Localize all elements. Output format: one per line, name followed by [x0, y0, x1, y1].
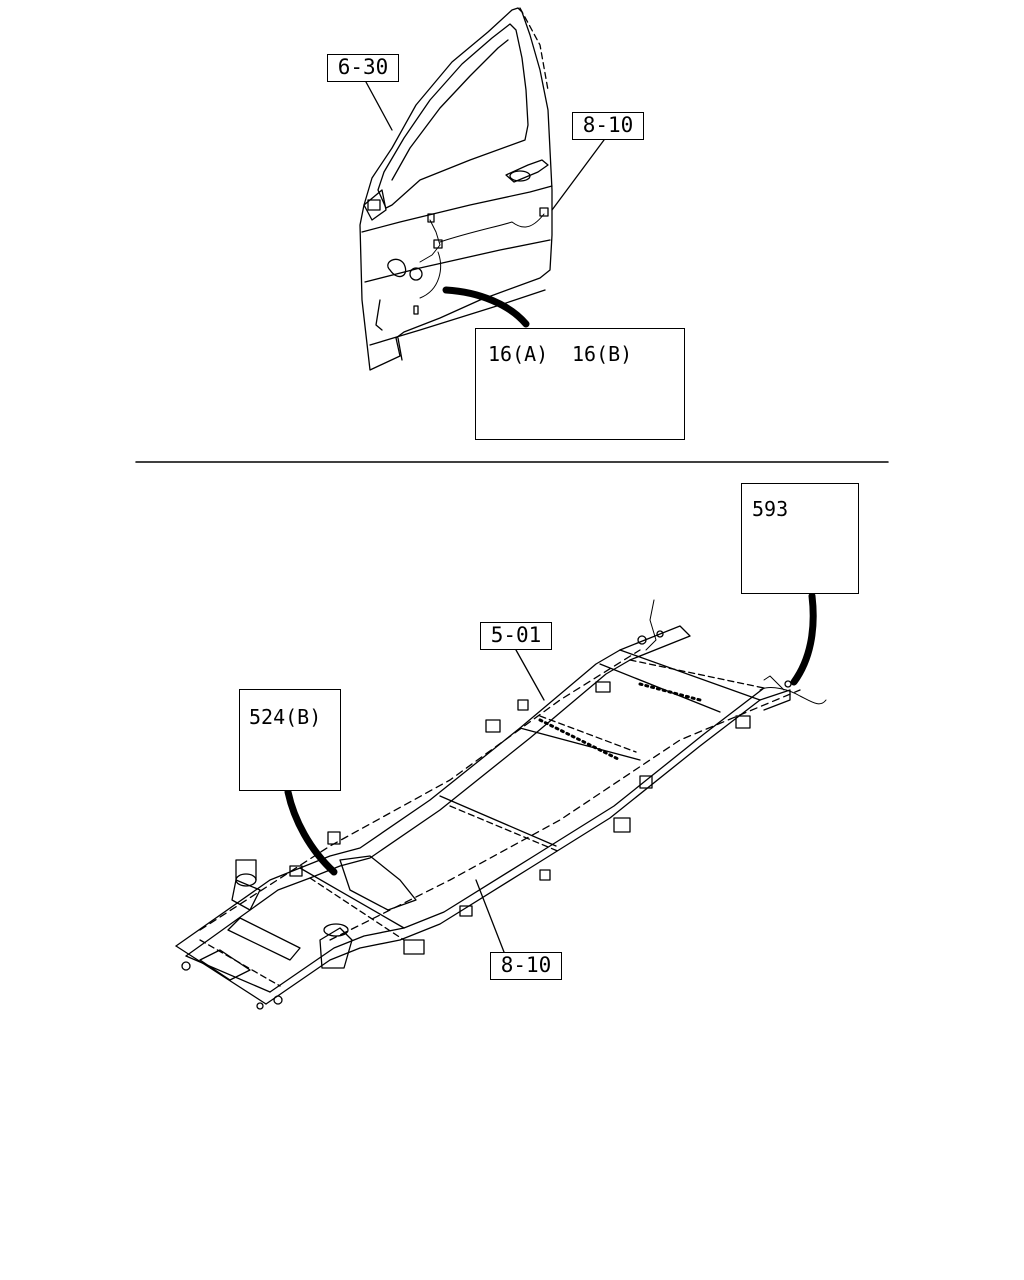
- detail-box-16: [475, 328, 685, 440]
- callout-arrow-524b: [284, 788, 338, 876]
- ref-label-8-10-frame[interactable]: 8-10: [490, 952, 562, 980]
- part-label-16b[interactable]: 16(B): [572, 342, 633, 366]
- ref-label-6-30[interactable]: 6-30: [327, 54, 399, 82]
- ref-label-5-01[interactable]: 5-01: [480, 622, 552, 650]
- part-label-16a[interactable]: 16(A): [488, 342, 549, 366]
- part-label-593[interactable]: 593: [752, 497, 789, 521]
- leader-8-10-frame: [475, 879, 505, 953]
- callout-arrow-593: [790, 592, 817, 686]
- ref-label-8-10-door[interactable]: 8-10: [572, 112, 644, 140]
- front-door-drawing: [359, 7, 553, 371]
- leader-6-30: [365, 81, 393, 131]
- part-label-524b[interactable]: 524(B): [249, 705, 322, 729]
- chassis-frame-drawing: [175, 599, 827, 1010]
- detail-box-524b: [239, 689, 341, 791]
- detail-box-593: [741, 483, 859, 594]
- callout-arrow-16: [442, 286, 530, 328]
- leader-5-01: [515, 649, 545, 701]
- leader-8-10-door: [551, 139, 605, 211]
